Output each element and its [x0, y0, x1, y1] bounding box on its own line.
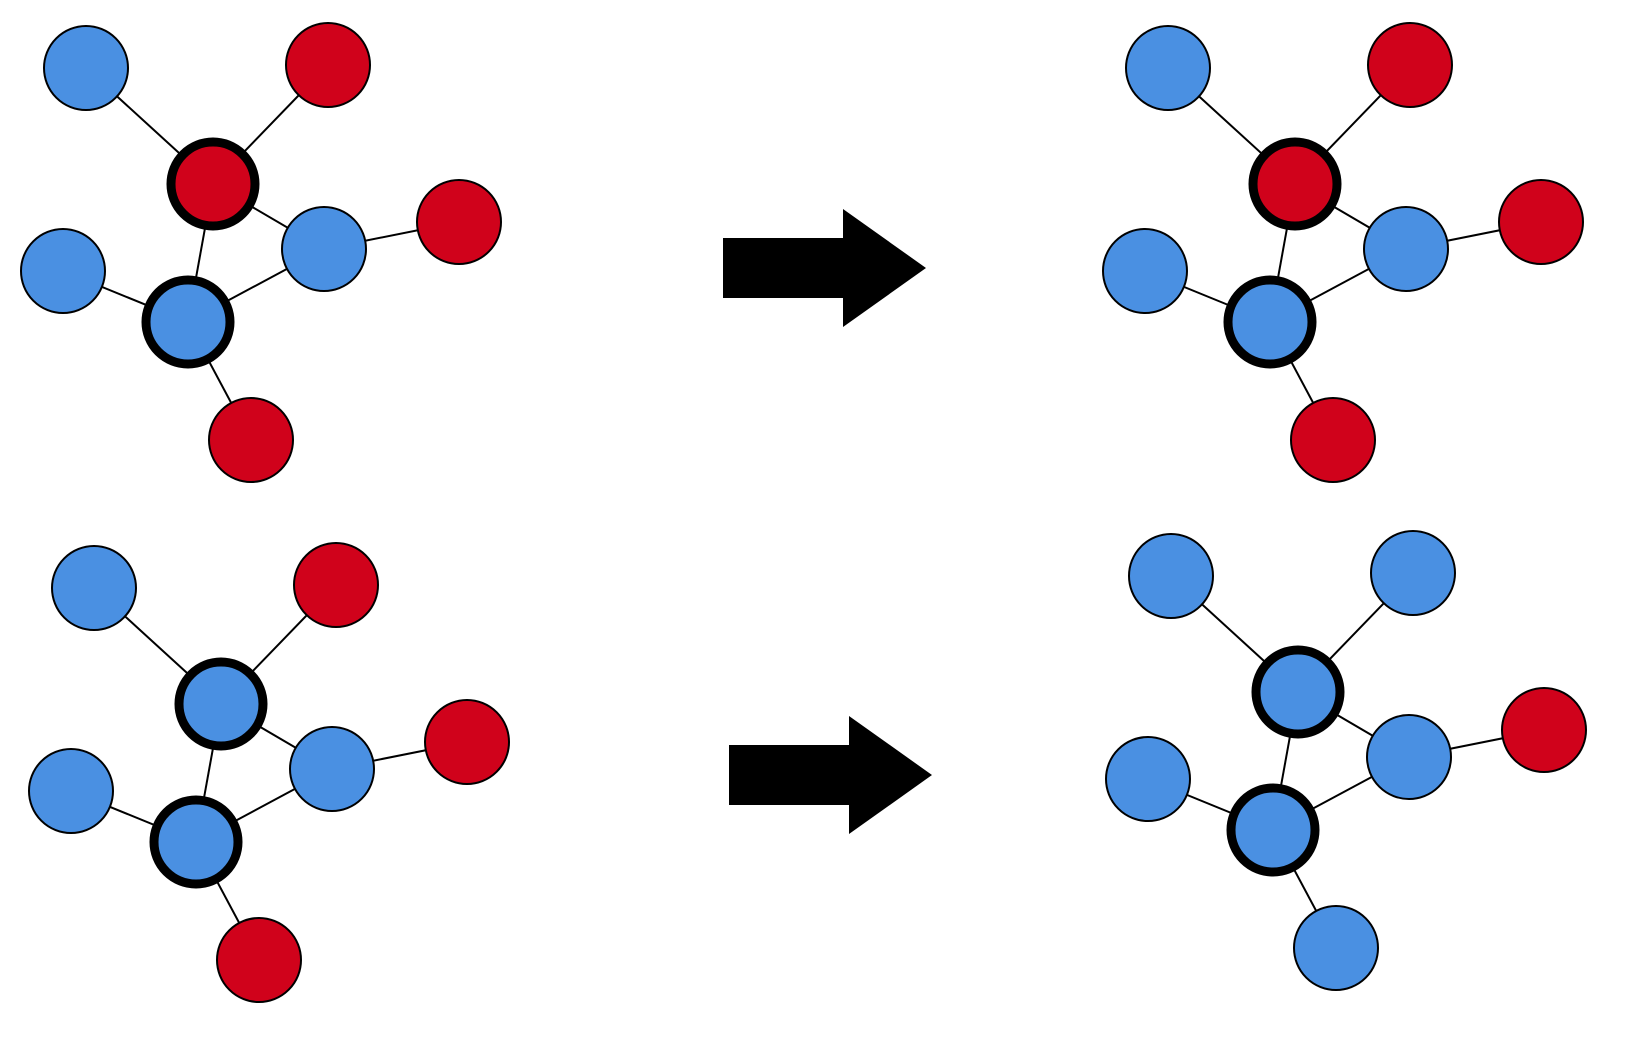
node-center-bottom-blue-highlighted — [1223, 275, 1317, 369]
node-tl-blue — [43, 25, 129, 111]
bottom-after-nodes — [1105, 530, 1587, 991]
node-left-blue — [1105, 736, 1191, 822]
bottom-after-edges — [1147, 572, 1545, 949]
node-mid-right-blue — [281, 206, 367, 292]
top-after-edges — [1144, 64, 1542, 441]
node-mid-right-blue — [289, 726, 375, 812]
node-center-bottom-blue-highlighted — [141, 275, 235, 369]
node-mid-right-blue — [1363, 206, 1449, 292]
node-mid-right-blue — [1366, 714, 1452, 800]
node-center-bottom-blue-highlighted — [149, 795, 243, 889]
node-center-top-blue-highlighted — [1251, 645, 1345, 739]
node-tr-red — [293, 542, 379, 628]
node-left-blue — [20, 228, 106, 314]
node-far-right-red — [1498, 179, 1584, 265]
top-arrow-icon — [723, 209, 926, 327]
bottom-before-nodes — [28, 542, 510, 1003]
top-before-edges — [62, 64, 460, 441]
arrows-layer — [723, 209, 932, 834]
node-bottom-blue — [1293, 905, 1379, 991]
node-center-top-red-highlighted — [1248, 137, 1342, 231]
node-left-blue — [1102, 228, 1188, 314]
top-after-nodes — [1102, 22, 1584, 483]
node-center-top-red-highlighted — [166, 137, 260, 231]
node-tl-blue — [51, 545, 137, 631]
node-bottom-red — [1290, 397, 1376, 483]
nodes-layer — [20, 22, 1587, 1003]
node-tr-blue — [1370, 530, 1456, 616]
node-tl-blue — [1125, 25, 1211, 111]
node-center-bottom-blue-highlighted — [1226, 783, 1320, 877]
node-far-right-red — [424, 699, 510, 785]
node-left-blue — [28, 748, 114, 834]
top-before-nodes — [20, 22, 502, 483]
node-tr-red — [285, 22, 371, 108]
node-tl-blue — [1128, 533, 1214, 619]
node-center-top-blue-highlighted — [174, 657, 268, 751]
node-far-right-red — [416, 179, 502, 265]
node-bottom-red — [208, 397, 294, 483]
node-tr-red — [1367, 22, 1453, 108]
bottom-arrow-icon — [729, 716, 932, 834]
node-bottom-red — [216, 917, 302, 1003]
bottom-before-edges — [70, 584, 468, 961]
node-far-right-red — [1501, 687, 1587, 773]
